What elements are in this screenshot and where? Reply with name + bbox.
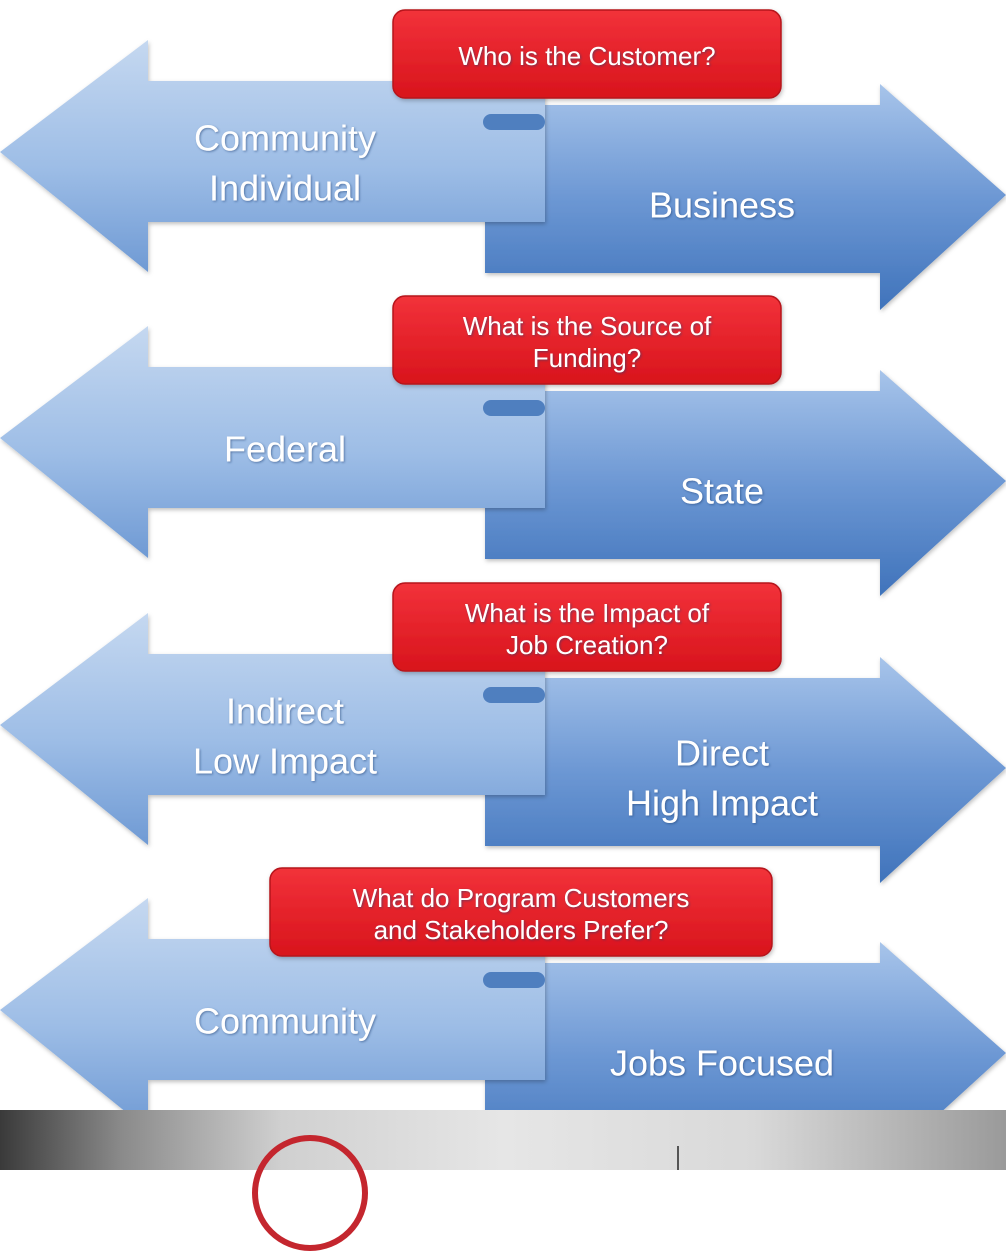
right-arrow-label: High Impact xyxy=(626,783,818,824)
left-arrow-label: Community xyxy=(194,1001,376,1042)
connector-nub xyxy=(483,687,545,703)
question-text: What is the Source of xyxy=(463,311,712,341)
connector-nub xyxy=(483,400,545,416)
question-box xyxy=(269,867,773,957)
footer-divider xyxy=(677,1146,679,1170)
connector-nub xyxy=(483,114,545,130)
right-arrow-label: Direct xyxy=(675,733,769,774)
right-arrow-shape xyxy=(485,84,1006,310)
right-arrow-label: Jobs Focused xyxy=(610,1043,834,1084)
question-text: Who is the Customer? xyxy=(458,41,715,71)
right-arrow-label: Business xyxy=(649,185,795,226)
question-box xyxy=(392,582,782,672)
left-arrow-label: Individual xyxy=(209,168,361,209)
right-arrow-shape xyxy=(485,370,1006,596)
question-text: Funding? xyxy=(533,343,641,373)
right-arrow-label: State xyxy=(680,471,764,512)
footer-logo xyxy=(252,1135,368,1251)
left-arrow-label: Low Impact xyxy=(193,741,377,782)
left-arrow-label: Federal xyxy=(224,429,346,470)
question-text: and Stakeholders Prefer? xyxy=(374,915,669,945)
left-arrow-label: Community xyxy=(194,118,376,159)
question-box xyxy=(392,295,782,385)
connector-nub xyxy=(483,972,545,988)
footer-bar xyxy=(0,1110,1006,1170)
question-text: What is the Impact of xyxy=(465,598,710,628)
question-text: Job Creation? xyxy=(506,630,668,660)
question-text: What do Program Customers xyxy=(353,883,690,913)
right-arrow-shape xyxy=(485,657,1006,883)
left-arrow-label: Indirect xyxy=(226,691,344,732)
question-box xyxy=(392,9,782,99)
